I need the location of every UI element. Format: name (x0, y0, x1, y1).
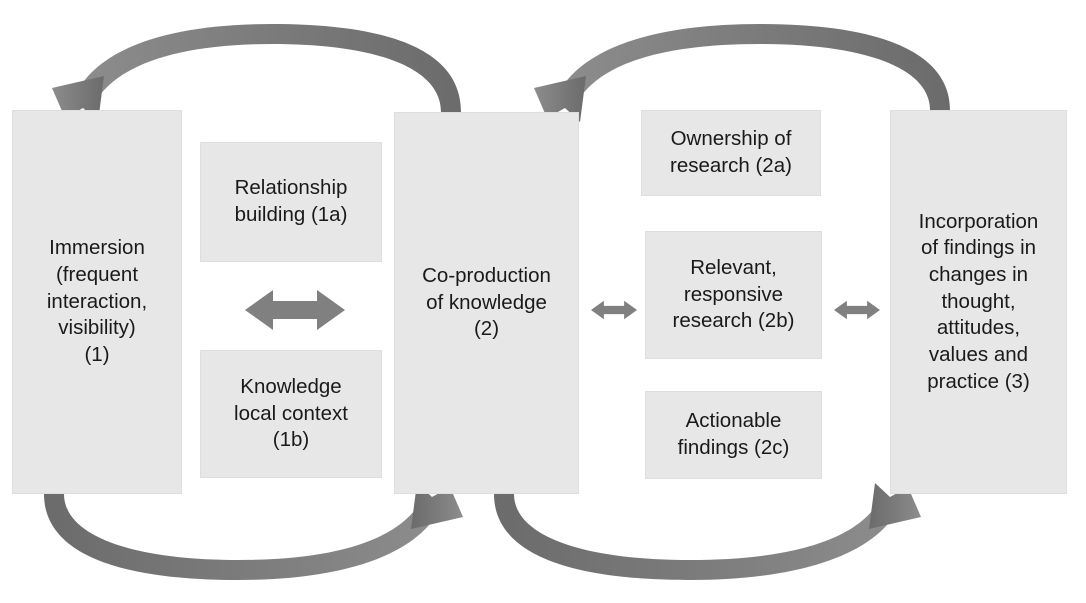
double-headed-arrow-icon-stage2-incorporation (834, 300, 880, 320)
node-immersion-label: Immersion (frequent interaction, visibil… (46, 236, 148, 366)
node-immersion[interactable]: Immersion (frequent interaction, visibil… (12, 110, 182, 494)
node-incorporation-of-findings[interactable]: Incorporation of findings in changes in … (890, 110, 1067, 494)
node-coproduction-of-knowledge-label: Co-production of knowledge (2) (422, 264, 551, 341)
node-incorporation-of-findings-label: Incorporation of findings in changes in … (918, 209, 1039, 393)
node-ownership-of-research-label: Ownership of research (2a) (670, 127, 792, 177)
node-actionable-findings[interactable]: Actionable findings (2c) (645, 391, 822, 479)
double-headed-arrow-icon-coproduction-stage2 (591, 300, 637, 320)
feedback-coproduction-to-immersion-arrow (52, 24, 461, 122)
flow-coproduction-to-incorporation-arrow (494, 483, 921, 580)
node-coproduction-of-knowledge[interactable]: Co-production of knowledge (2) (394, 112, 579, 494)
flow-immersion-to-coproduction-arrow (44, 483, 463, 580)
node-relationship-building[interactable]: Relationship building (1a) (200, 142, 382, 262)
node-relevant-responsive-research[interactable]: Relevant, responsive research (2b) (645, 231, 822, 359)
node-relationship-building-label: Relationship building (1a) (234, 176, 348, 226)
feedback-incorporation-to-coproduction-arrow (534, 24, 950, 122)
node-ownership-of-research[interactable]: Ownership of research (2a) (641, 110, 821, 196)
node-relevant-responsive-research-label: Relevant, responsive research (2b) (672, 256, 795, 333)
node-actionable-findings-label: Actionable findings (2c) (677, 409, 790, 459)
node-knowledge-local-context[interactable]: Knowledge local context (1b) (200, 350, 382, 478)
double-headed-arrow-icon-immersion-stage1 (245, 290, 345, 330)
node-knowledge-local-context-label: Knowledge local context (1b) (234, 375, 348, 452)
